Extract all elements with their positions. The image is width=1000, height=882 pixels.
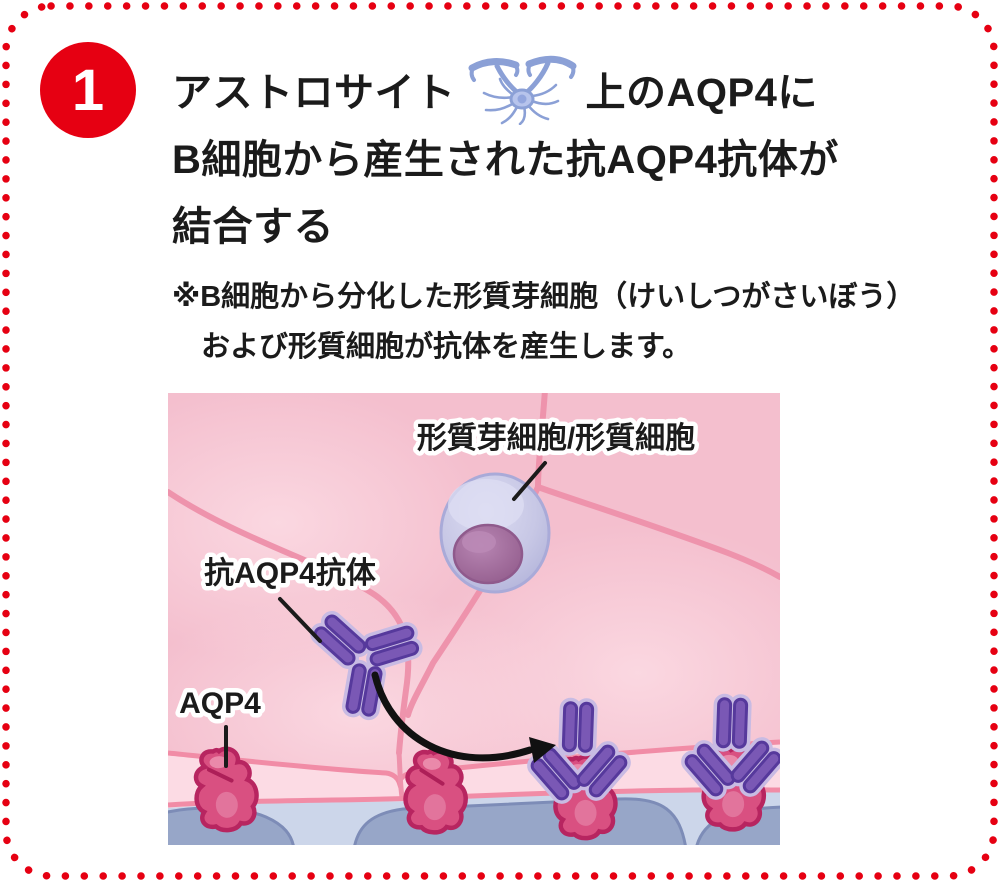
tissue-illustration: 形質芽細胞/形質細胞 抗AQP4抗体 AQP4 (68, 383, 858, 851)
heading-line-1: アストロサイト (172, 55, 839, 127)
aqp4-label: AQP4 (179, 687, 261, 720)
binding-arrow (371, 671, 556, 763)
plasma-cell (439, 472, 551, 594)
heading-line1-post: 上のAQP4に (585, 71, 818, 115)
heading-line-2: B細胞から産生された抗AQP4抗体が (172, 138, 839, 182)
aqp4-protein (403, 749, 469, 834)
footnote: ※B細胞から分化した形質芽細胞（けいしつがさいぼう） および形質細胞が抗体を産生… (172, 272, 915, 372)
tissue-highlight (68, 383, 488, 663)
label-pointer-lines (224, 461, 547, 768)
anti-aqp4-antibody-label: 抗AQP4抗体 (204, 556, 377, 590)
aqp4-protein (194, 747, 258, 831)
plasma-cell-highlight (448, 479, 524, 531)
endfoot-notch-line (396, 750, 405, 800)
step-number-badge: 1 (40, 42, 136, 138)
footnote-line-2: および形質細胞が抗体を産生します。 (201, 331, 692, 363)
plasma-cell-label: 形質芽細胞/形質細胞 (417, 422, 695, 455)
step-number: 1 (71, 57, 105, 123)
heading: アストロサイト (172, 55, 839, 261)
cell-boundary-lines (165, 387, 783, 756)
heading-line-3: 結合する (172, 205, 334, 249)
heading-line1-pre: アストロサイト (172, 71, 456, 115)
nucleus-highlight (462, 531, 496, 553)
astrocyte-icon (468, 55, 576, 125)
tissue-illustration-svg: 形質芽細胞/形質細胞 抗AQP4抗体 AQP4 (68, 383, 858, 851)
footnote-line-1: ※B細胞から分化した形質芽細胞（けいしつがさいぼう） (172, 281, 916, 313)
